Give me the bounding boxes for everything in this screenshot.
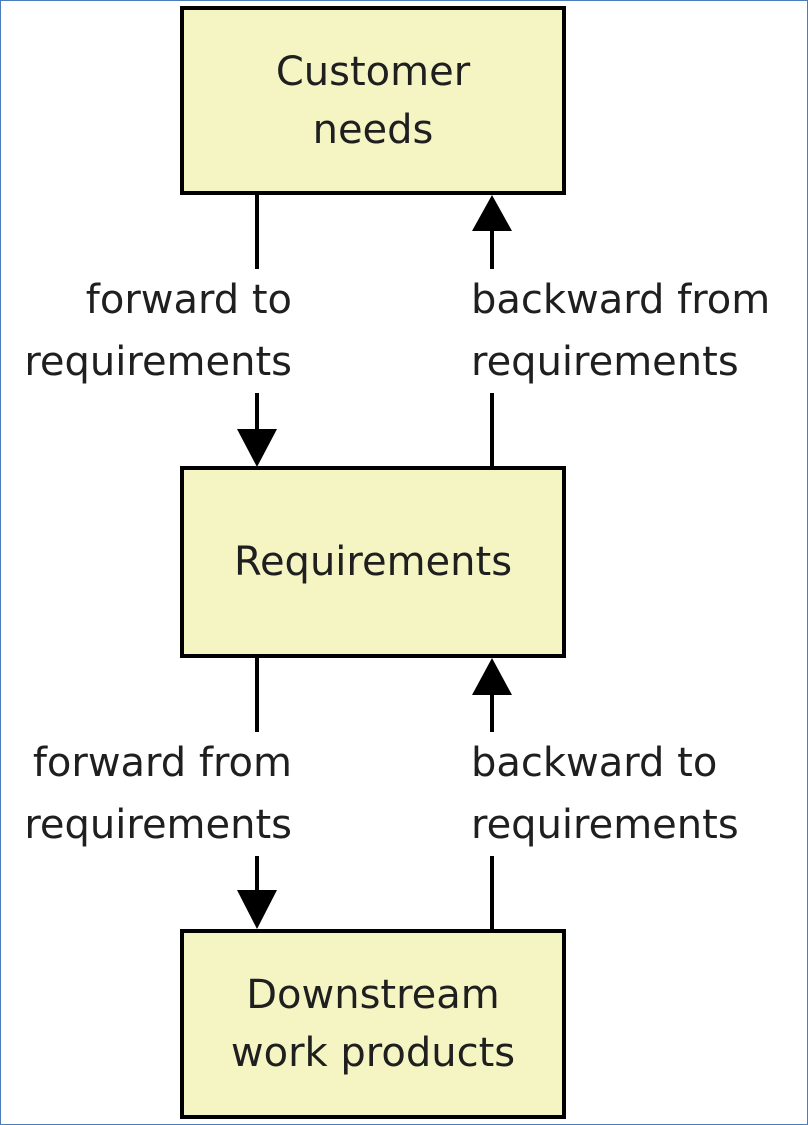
downstream-line1: Downstream bbox=[246, 972, 500, 1018]
forward-to-line1: forward to bbox=[85, 277, 292, 323]
downstream-line2: work products bbox=[230, 1030, 516, 1076]
requirements-box: Requirements bbox=[180, 466, 566, 658]
forward-from-requirements-label: forward from requirements bbox=[24, 732, 292, 856]
customer-needs-box: Customer needs bbox=[180, 6, 566, 195]
forward-to-requirements-label: forward to requirements bbox=[24, 269, 292, 393]
forward-from-arrowhead bbox=[237, 890, 277, 929]
forward-from-line2: requirements bbox=[24, 802, 292, 848]
backward-to-line2: requirements bbox=[471, 802, 739, 848]
forward-to-arrowhead bbox=[237, 429, 277, 467]
customer-needs-line2: needs bbox=[312, 106, 434, 153]
backward-to-requirements-label: backward to requirements bbox=[471, 732, 739, 856]
backward-to-line1: backward to bbox=[471, 740, 718, 786]
backward-from-arrowhead bbox=[472, 195, 512, 231]
backward-from-requirements-label: backward from requirements bbox=[471, 269, 770, 393]
backward-from-line2: requirements bbox=[471, 339, 739, 385]
backward-to-arrowhead bbox=[472, 658, 512, 695]
customer-needs-line1: Customer bbox=[275, 48, 471, 95]
downstream-work-products-box: Downstream work products bbox=[180, 929, 566, 1119]
forward-from-line1: forward from bbox=[32, 740, 292, 786]
requirements-label: Requirements bbox=[233, 539, 513, 585]
backward-from-line1: backward from bbox=[471, 277, 771, 323]
forward-to-line2: requirements bbox=[24, 339, 292, 385]
